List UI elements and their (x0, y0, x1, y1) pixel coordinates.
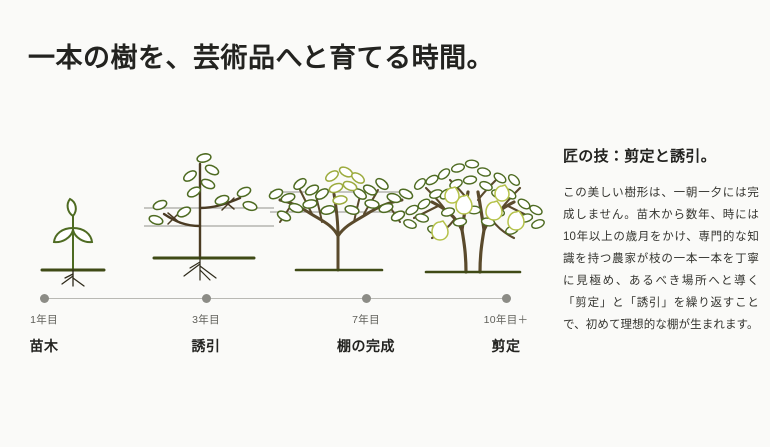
timeline-year: 3年目 (192, 314, 220, 326)
timeline-dot (201, 294, 211, 303)
timeline-dot (501, 294, 511, 303)
timeline-dot (361, 294, 371, 303)
timeline-dot (39, 294, 49, 303)
seedling-icon (40, 197, 106, 287)
mature-fruiting-tree-icon (403, 159, 545, 274)
stage-illustration-canopy (266, 150, 414, 290)
timeline-point-pruning[interactable]: 10年目＋ 剪定 (461, 292, 551, 356)
timeline-axis-line (44, 298, 506, 299)
page-title: 一本の樹を、芸術品へと育てる時間。 (28, 43, 495, 73)
timeline-point-training[interactable]: 3年目 誘引 (161, 292, 251, 356)
panel-body-text: この美しい樹形は、一朝一夕には完成しません。苗木から数年、時には10年以上の歳月… (563, 187, 759, 332)
timeline-year: 7年目 (352, 314, 380, 326)
timeline-year: 1年目 (30, 314, 58, 326)
timeline-label: 棚の完成 (337, 338, 395, 354)
timeline-label: 誘引 (191, 338, 221, 354)
timeline-label: 苗木 (29, 338, 59, 354)
timeline-point-seedling[interactable]: 1年目 苗木 (0, 292, 89, 356)
trained-young-tree-icon (144, 153, 274, 281)
growth-timeline: 1年目 苗木 3年目 誘引 7年目 棚の完成 10年目＋ 剪定 (18, 292, 528, 362)
stage-illustration-seedling (28, 150, 158, 290)
stage-illustration-training (138, 150, 274, 290)
timeline-point-canopy[interactable]: 7年目 棚の完成 (321, 292, 411, 356)
panel-heading: 匠の技：剪定と誘引。 (563, 148, 717, 165)
craft-explanation-panel: 匠の技：剪定と誘引。 この美しい樹形は、一朝一夕には完成しません。苗木から数年、… (563, 145, 759, 337)
spread-canopy-tree-icon (268, 166, 414, 272)
timeline-year: 10年目＋ (483, 314, 529, 326)
stage-illustration-mature (398, 150, 545, 290)
growth-stage-illustrations (18, 150, 545, 290)
timeline-label: 剪定 (491, 338, 521, 354)
